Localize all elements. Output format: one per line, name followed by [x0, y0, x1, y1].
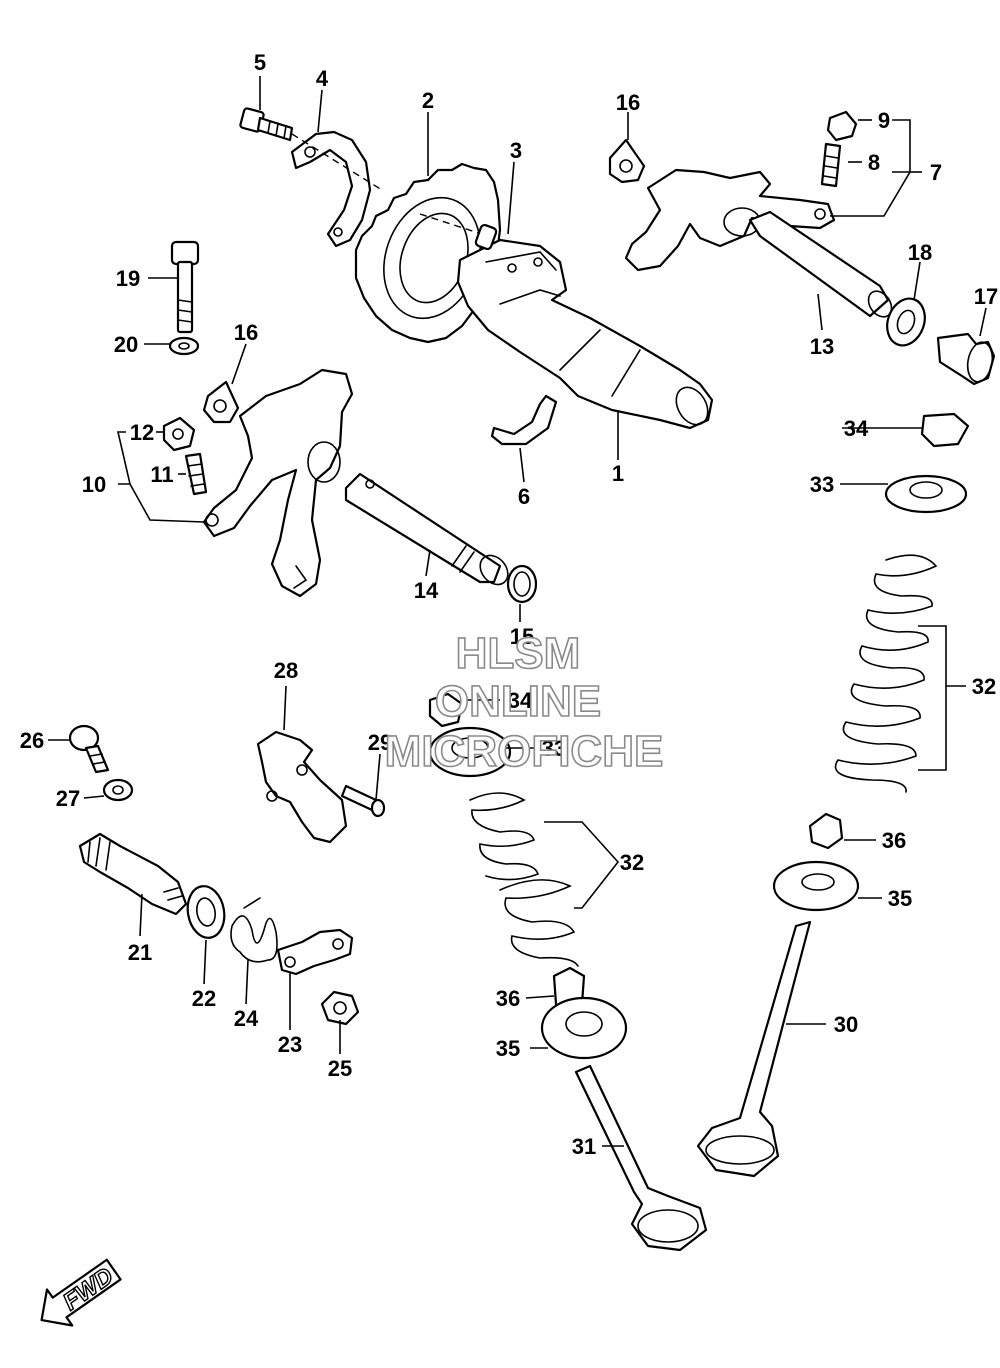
- part-35-seat-a: [540, 996, 628, 1060]
- callout-21: 21: [128, 940, 152, 965]
- part-9-nut: [826, 110, 858, 142]
- callout-16-lower: 16: [234, 320, 258, 345]
- watermark-line-1: HLSM: [456, 629, 581, 678]
- part-16-washer-b: [202, 380, 240, 424]
- part-11-adjust-screw: [184, 452, 208, 496]
- part-31-valve: [574, 1064, 708, 1252]
- callout-12: 12: [130, 420, 154, 445]
- part-25-nut: [320, 990, 360, 1026]
- fwd-arrow-icon: [40, 1258, 122, 1327]
- part-32-spring-b: [834, 554, 938, 793]
- watermark-line-2: ONLINE: [435, 677, 601, 726]
- part-1-camshaft: [456, 238, 714, 430]
- callout-25: 25: [328, 1056, 352, 1081]
- callout-labels: 1 2 3 4 5 6 7 8 9 10 11 12 13 14 15 16 1…: [20, 50, 998, 1159]
- part-30-valve: [696, 920, 812, 1178]
- part-18-washer: [886, 297, 926, 347]
- callout-20: 20: [114, 332, 138, 357]
- callout-28: 28: [274, 658, 298, 683]
- part-5-bolt: [239, 107, 294, 142]
- callout-14: 14: [414, 578, 439, 603]
- callout-13: 13: [810, 334, 834, 359]
- part-23-lever: [276, 928, 354, 976]
- callout-29: 29: [368, 730, 392, 755]
- part-27-washer: [102, 778, 134, 802]
- part-14-rocker-shaft: [344, 472, 509, 586]
- callout-24: 24: [234, 1006, 259, 1031]
- callout-23: 23: [278, 1032, 302, 1057]
- callout-4: 4: [316, 66, 329, 91]
- callout-18: 18: [908, 240, 932, 265]
- part-8-adjust-screw: [820, 142, 842, 188]
- part-12-nut: [162, 416, 196, 452]
- watermark-line-3: MICROFICHE: [385, 727, 664, 776]
- part-3-pin: [474, 223, 498, 251]
- part-7-rocker-arm: [624, 168, 836, 272]
- part-33-retainer-a: [428, 726, 512, 778]
- callout-8: 8: [868, 150, 880, 175]
- callout-36-left: 36: [496, 986, 520, 1011]
- leader-lines: [48, 76, 987, 1147]
- part-10-rocker-arm: [202, 368, 354, 598]
- fwd-arrow: FWD: [40, 1258, 122, 1327]
- callout-34-right: 34: [844, 416, 869, 441]
- part-24-spring: [230, 897, 278, 963]
- part-21-shaft: [78, 832, 188, 916]
- callout-33-right: 33: [810, 472, 834, 497]
- callout-22: 22: [192, 986, 216, 1011]
- callout-26: 26: [20, 728, 44, 753]
- part-15-o-ring: [506, 564, 538, 604]
- callout-11: 11: [150, 462, 173, 487]
- part-29-screw: [340, 784, 386, 818]
- part-26-bolt: [68, 724, 110, 774]
- callout-35-right: 35: [888, 886, 912, 911]
- callout-16-upper: 16: [616, 90, 640, 115]
- part-33-retainer-b: [884, 474, 968, 514]
- callout-34-left: 34: [508, 688, 533, 713]
- part-13-rocker-shaft: [748, 210, 893, 318]
- callout-31: 31: [572, 1134, 596, 1159]
- part-32-spring-a: [469, 792, 579, 967]
- callout-27: 27: [56, 786, 80, 811]
- part-34-cotter-a: [428, 692, 464, 728]
- part-6-clip: [490, 394, 558, 446]
- callout-3: 3: [510, 138, 522, 163]
- part-22-seal: [186, 885, 226, 939]
- callout-2: 2: [422, 88, 434, 113]
- part-19-bolt: [170, 240, 200, 334]
- callout-1: 1: [612, 461, 624, 486]
- part-36-seal-b: [808, 812, 844, 850]
- callout-5: 5: [254, 50, 266, 75]
- part-34-cotter-b: [920, 412, 970, 448]
- part-20-washer: [168, 336, 200, 356]
- callout-15: 15: [510, 624, 534, 649]
- callout-9: 9: [878, 108, 890, 133]
- callout-6: 6: [518, 484, 530, 509]
- callout-32-left: 32: [620, 850, 644, 875]
- part-35-seat-b: [772, 860, 860, 912]
- part-28-bracket: [256, 730, 348, 844]
- callout-35-left: 35: [496, 1036, 520, 1061]
- callout-7: 7: [930, 160, 942, 185]
- callout-10: 10: [82, 472, 106, 497]
- part-4-plate: [290, 130, 372, 248]
- watermark: HLSM ONLINE MICROFICHE: [384, 628, 664, 777]
- part-16-washer-a: [608, 138, 646, 184]
- callout-32-right: 32: [972, 674, 996, 699]
- callout-36-right: 36: [882, 828, 906, 853]
- callout-33-left: 33: [542, 736, 566, 761]
- callout-30: 30: [834, 1012, 858, 1037]
- callout-17: 17: [974, 284, 998, 309]
- part-17-plug: [936, 332, 996, 386]
- callout-19: 19: [116, 266, 140, 291]
